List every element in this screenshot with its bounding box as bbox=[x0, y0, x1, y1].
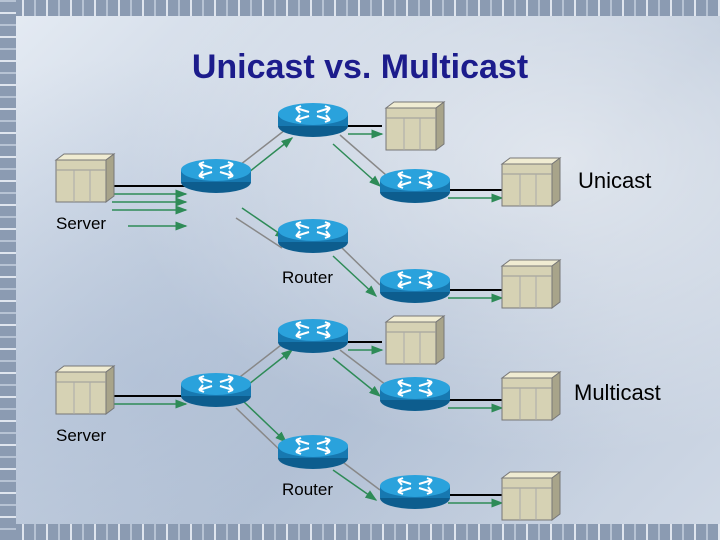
router-icon bbox=[180, 158, 252, 194]
router-icon bbox=[379, 474, 451, 510]
router-icon bbox=[180, 372, 252, 408]
router-icon bbox=[277, 318, 349, 354]
slide-title: Unicast vs. Multicast bbox=[191, 48, 529, 86]
host-icon bbox=[501, 259, 561, 309]
host-icon bbox=[501, 371, 561, 421]
unicast-router-label: Router bbox=[282, 268, 334, 287]
multicast-label: Multicast bbox=[574, 380, 661, 405]
host-icon bbox=[385, 315, 445, 365]
router-icon bbox=[277, 434, 349, 470]
router-icon bbox=[379, 168, 451, 204]
router-icon bbox=[379, 268, 451, 304]
host-icon bbox=[501, 471, 561, 521]
host-icon bbox=[501, 157, 561, 207]
router-icon bbox=[379, 376, 451, 412]
frame-top bbox=[0, 0, 720, 16]
multicast-router-label: Router bbox=[282, 480, 334, 499]
host-icon bbox=[385, 101, 445, 151]
multicast-server-label: Server bbox=[56, 426, 107, 445]
frame-left bbox=[0, 0, 16, 540]
unicast-server-label: Server bbox=[56, 214, 107, 233]
server-icon bbox=[55, 365, 115, 415]
frame-bottom bbox=[0, 524, 720, 540]
router-icon bbox=[277, 218, 349, 254]
unicast-label: Unicast bbox=[578, 168, 652, 193]
server-icon bbox=[55, 153, 115, 203]
router-icon bbox=[277, 102, 349, 138]
